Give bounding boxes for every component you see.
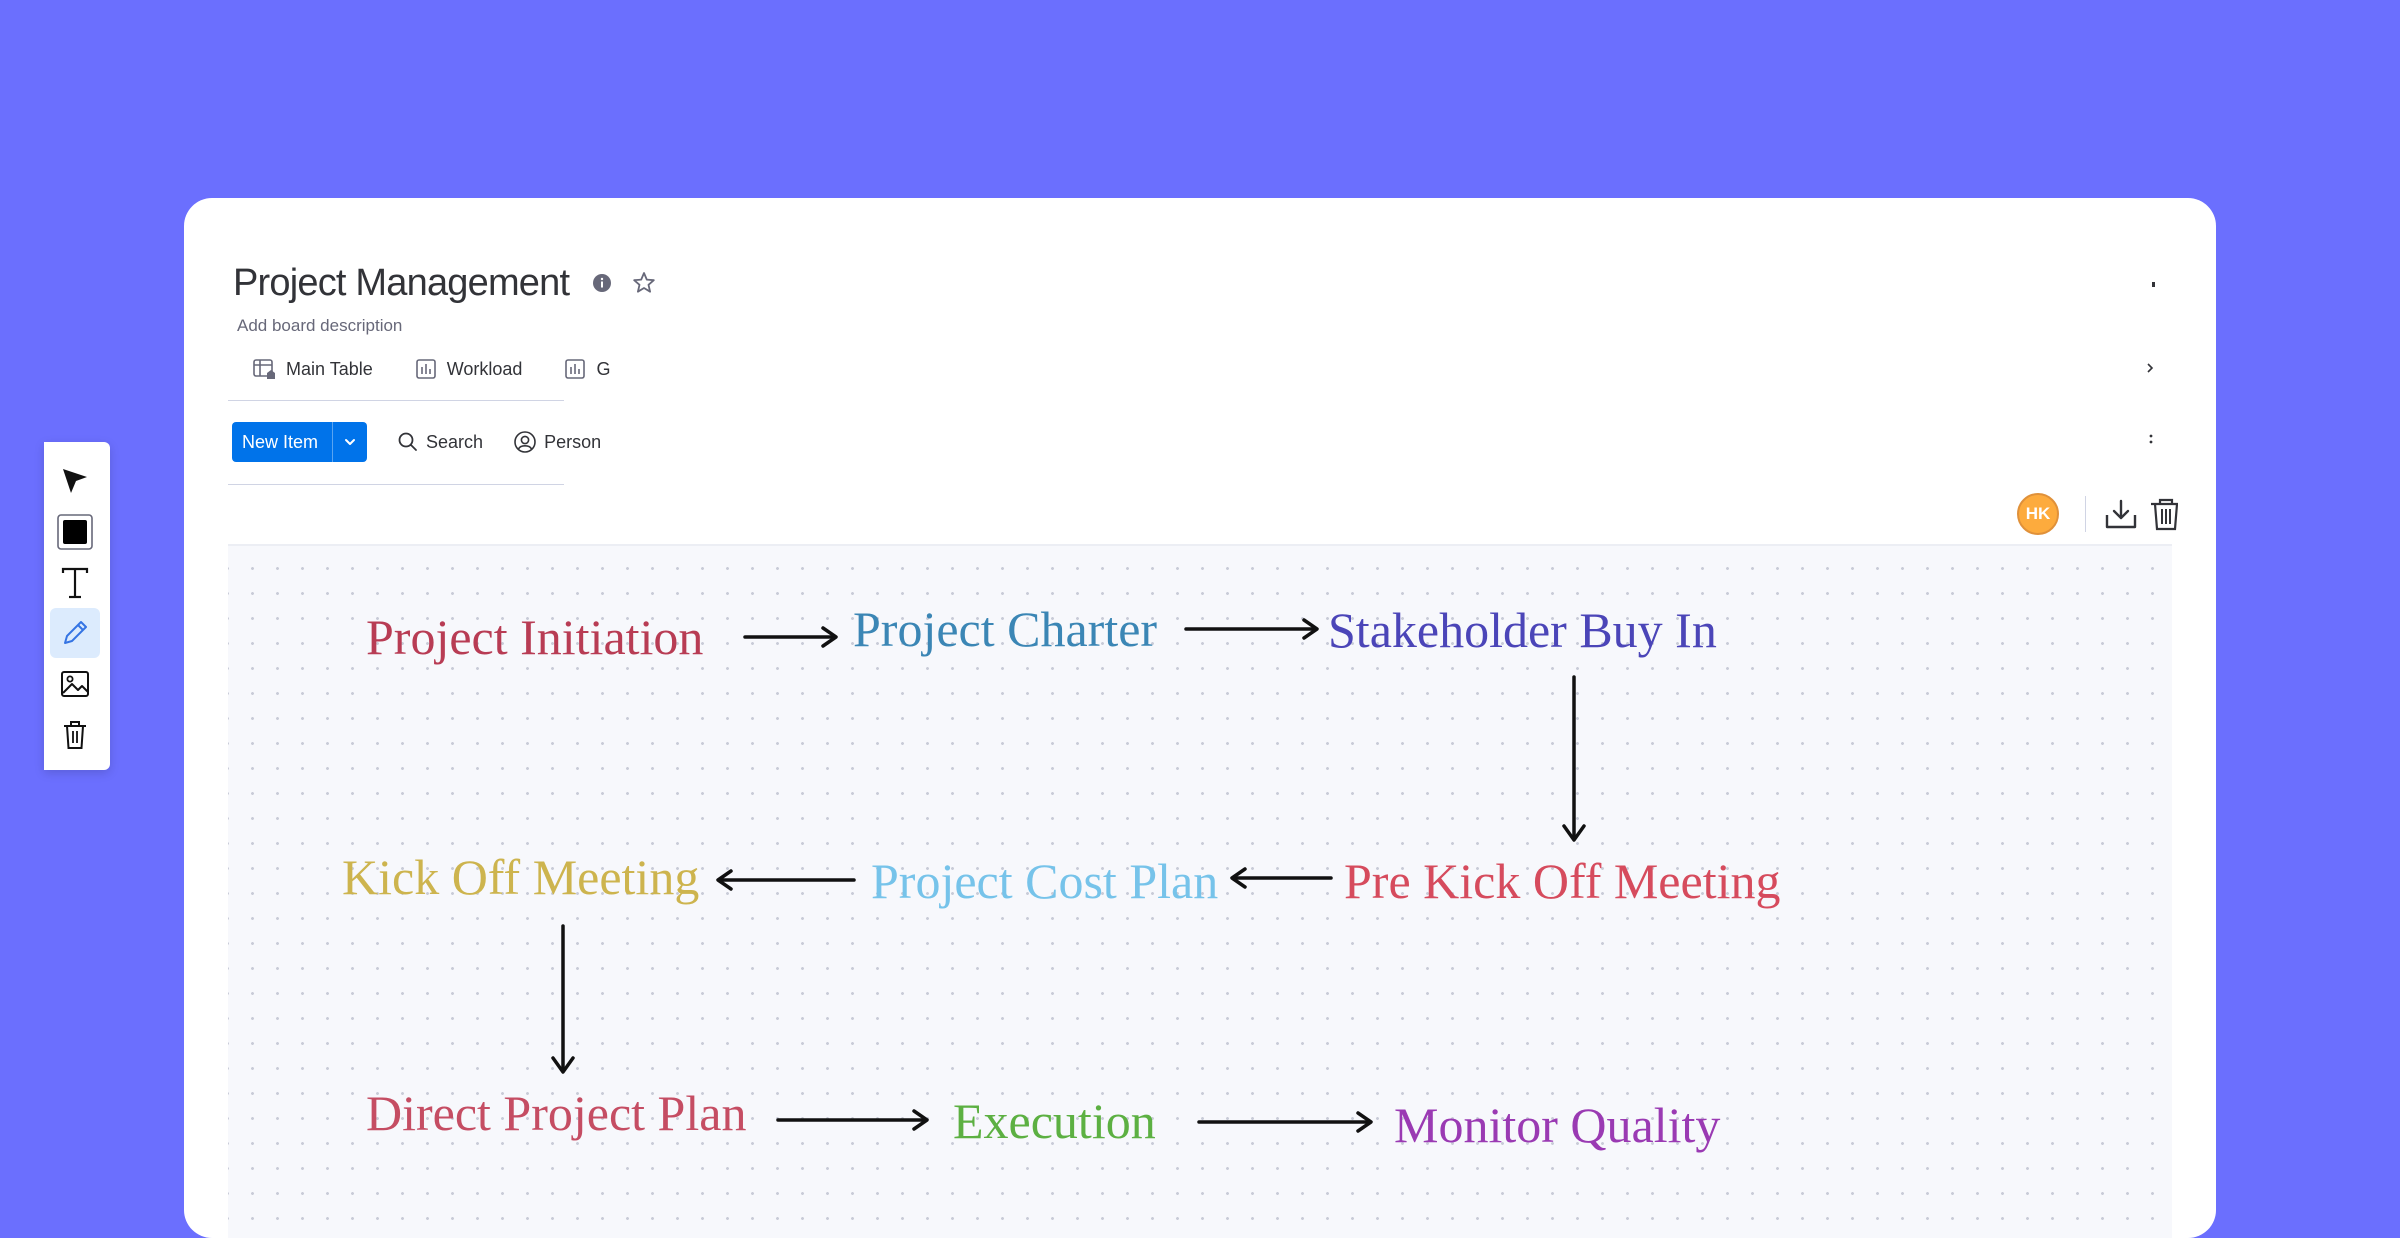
image-tool[interactable] [50,659,100,709]
flow-node-pre-kick-off-meeting[interactable]: Pre Kick Off Meeting [1344,853,1781,909]
tab-workload[interactable]: Workload [415,358,523,380]
board-title[interactable]: Project Management [233,261,570,304]
tab-g[interactable]: G [564,358,610,380]
chevron-down-icon[interactable] [332,422,367,462]
table-home-icon [253,359,275,379]
board-card: Project Management Add board description… [184,198,2216,1238]
flow-node-project-charter[interactable]: Project Charter [853,601,1158,657]
header-separator [2085,496,2086,532]
chart-icon [415,359,436,379]
color-swatch-icon [57,514,93,550]
tab-label: Workload [446,358,523,379]
tab-label: Main Table [286,358,373,379]
pen-tool[interactable] [50,608,100,658]
toolbar-divider [228,484,564,485]
chevron-right-edge[interactable] [2144,356,2158,380]
flow-node-project-initiation[interactable]: Project Initiation [366,609,704,665]
info-icon[interactable] [593,274,612,292]
trash-icon [64,721,86,749]
avatar[interactable]: HK [2017,493,2059,535]
view-tabs: Main Table Workload G [252,354,652,384]
text-icon [61,567,89,599]
pencil-icon [64,621,87,644]
board-description[interactable]: Add board description [237,316,403,335]
flow-node-execution[interactable]: Execution [953,1093,1156,1149]
person-filter-button[interactable]: Person [513,430,601,454]
board-header: Project Management [233,258,657,308]
download-icon[interactable] [2103,496,2139,532]
flow-node-direct-project-plan[interactable]: Direct Project Plan [366,1085,747,1141]
more-options-edge[interactable] [2148,430,2154,450]
chart-icon [565,359,586,379]
cursor-arrow-icon [63,469,87,493]
tab-label: G [596,358,611,379]
new-item-button[interactable]: New Item [232,422,368,462]
drawing-tools-palette [44,442,110,770]
person-icon [514,431,536,453]
person-label: Person [544,431,602,452]
flow-node-monitor-quality[interactable]: Monitor Quality [1394,1097,1721,1153]
search-icon [398,432,417,451]
board-toolbar: New Item Search Person [232,422,601,462]
select-tool[interactable] [50,456,100,506]
star-icon[interactable] [631,270,657,296]
trash-icon[interactable] [2148,496,2178,532]
tabs-divider [228,400,564,401]
tab-main-table[interactable]: Main Table [252,357,373,381]
search-button[interactable]: Search [397,431,483,453]
new-item-label: New Item [242,432,319,452]
color-picker-tool[interactable] [50,507,100,557]
flow-node-project-cost-plan[interactable]: Project Cost Plan [871,853,1219,909]
search-label: Search [426,431,484,452]
delete-tool[interactable] [50,710,100,760]
flow-node-stakeholder-buy-in[interactable]: Stakeholder Buy In [1328,602,1717,658]
more-menu-edge[interactable] [2152,282,2155,287]
image-icon [61,671,89,697]
text-tool[interactable] [50,558,100,608]
flow-node-kick-off-meeting[interactable]: Kick Off Meeting [342,849,700,905]
